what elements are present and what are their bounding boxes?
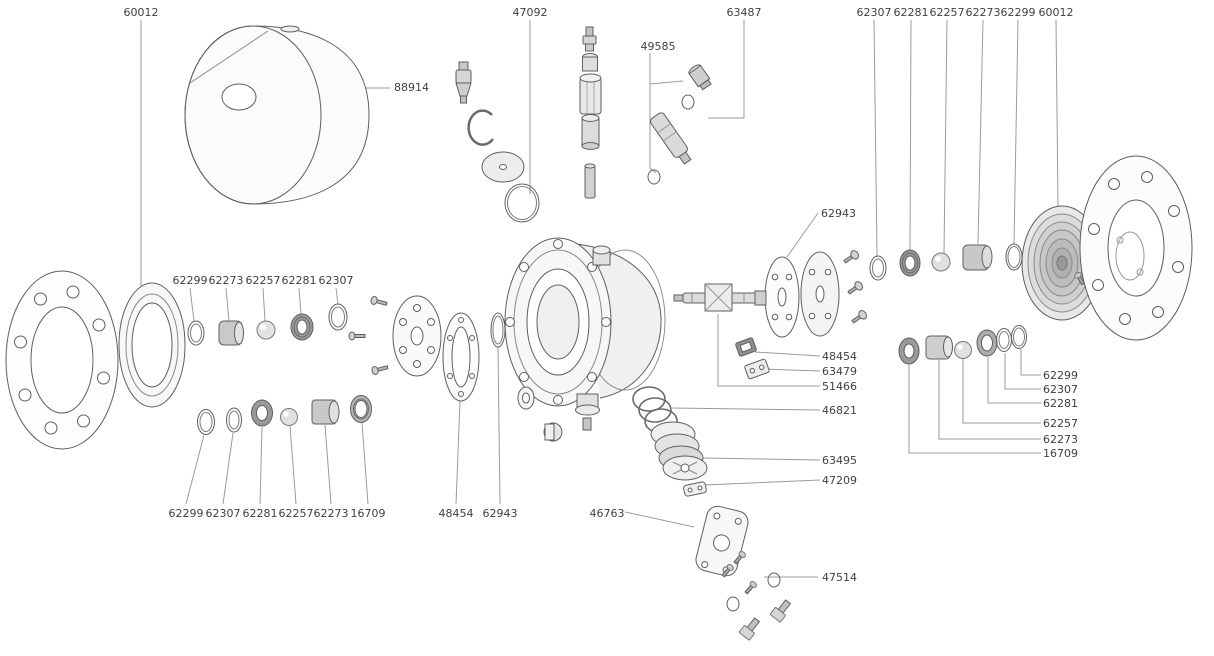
label-49585: 49585 <box>641 40 676 53</box>
label-63479-right-col: 63479 <box>822 365 857 378</box>
label-60012-top-left: 60012 <box>124 6 159 19</box>
clamp-band-drum <box>184 25 370 205</box>
label-62299-mid-left: 62299 <box>173 274 208 287</box>
label-47209-right-col: 47209 <box>822 474 857 487</box>
outer-flange-left <box>5 270 119 450</box>
pump-center-body <box>504 237 666 442</box>
label-62257-bottom-left: 62257 <box>279 507 314 520</box>
label-88914: 88914 <box>394 81 429 94</box>
label-47514-bottom: 47514 <box>822 571 857 584</box>
label-62299-top-right: 62299 <box>1001 6 1036 19</box>
label-62281-bottom-left: 62281 <box>243 507 278 520</box>
label-46763-bottom: 46763 <box>590 507 625 520</box>
label-62299-right-row: 62299 <box>1043 369 1078 382</box>
label-62257-right-row: 62257 <box>1043 417 1078 430</box>
outer-flange-right <box>1079 155 1193 341</box>
label-62273-bottom-left: 62273 <box>314 507 349 520</box>
leader-lines <box>140 19 1059 578</box>
label-62273-mid-left: 62273 <box>209 274 244 287</box>
label-62273-top-right: 62273 <box>966 6 1001 19</box>
label-62257-mid-left: 62257 <box>246 274 281 287</box>
label-48454-right-col: 48454 <box>822 350 857 363</box>
label-51466-right-col: 51466 <box>822 380 857 393</box>
label-62943-bottom: 62943 <box>483 507 518 520</box>
label-62307-right-row: 62307 <box>1043 383 1078 396</box>
diaphragm-ring-left <box>118 282 186 408</box>
label-62281-top-right: 62281 <box>894 6 929 19</box>
label-60012-top-right: 60012 <box>1039 6 1074 19</box>
muffler-disc-stack <box>650 421 708 481</box>
valve-plate <box>744 358 770 380</box>
seal-kit-right-lower <box>898 325 1027 365</box>
spring-stack <box>632 386 678 434</box>
label-62307-bottom-left: 62307 <box>206 507 241 520</box>
label-62281-right-row: 62281 <box>1043 397 1078 410</box>
valve-gasket <box>735 337 757 357</box>
retainer-clip <box>683 481 707 497</box>
label-16709-bottom-left: 16709 <box>351 507 386 520</box>
label-47092: 47092 <box>513 6 548 19</box>
label-62257-top-right: 62257 <box>930 6 965 19</box>
label-62273-right-row: 62273 <box>1043 433 1078 446</box>
muffler-plate-assembly <box>695 505 792 641</box>
diaphragm-plates <box>764 250 867 338</box>
seal-kit-right-top <box>869 243 1023 281</box>
check-valve-cartridge <box>647 64 712 185</box>
label-62307-mid-left: 62307 <box>319 274 354 287</box>
pilot-spool <box>673 283 767 312</box>
label-63487: 63487 <box>727 6 762 19</box>
o-ring-mid <box>490 312 506 348</box>
label-62307-top-right: 62307 <box>857 6 892 19</box>
part-labels: 60012 88914 47092 63487 49585 62307 6228… <box>124 6 1079 584</box>
label-46821-right-col: 46821 <box>822 404 857 417</box>
seal-kit-bottom-left <box>197 395 372 435</box>
label-16709-right-row: 16709 <box>1043 447 1078 460</box>
label-63495-right-col: 63495 <box>822 454 857 467</box>
seal-kit-mid-left <box>187 303 348 346</box>
bearing-plate-screws <box>348 296 389 375</box>
label-62299-bottom-left: 62299 <box>169 507 204 520</box>
label-62281-mid-left: 62281 <box>282 274 317 287</box>
label-62943-right: 62943 <box>821 207 856 220</box>
label-48454-bottom: 48454 <box>439 507 474 520</box>
flange-gasket <box>442 312 480 402</box>
air-inlet-stack <box>455 26 602 223</box>
bearing-plate <box>392 295 442 377</box>
